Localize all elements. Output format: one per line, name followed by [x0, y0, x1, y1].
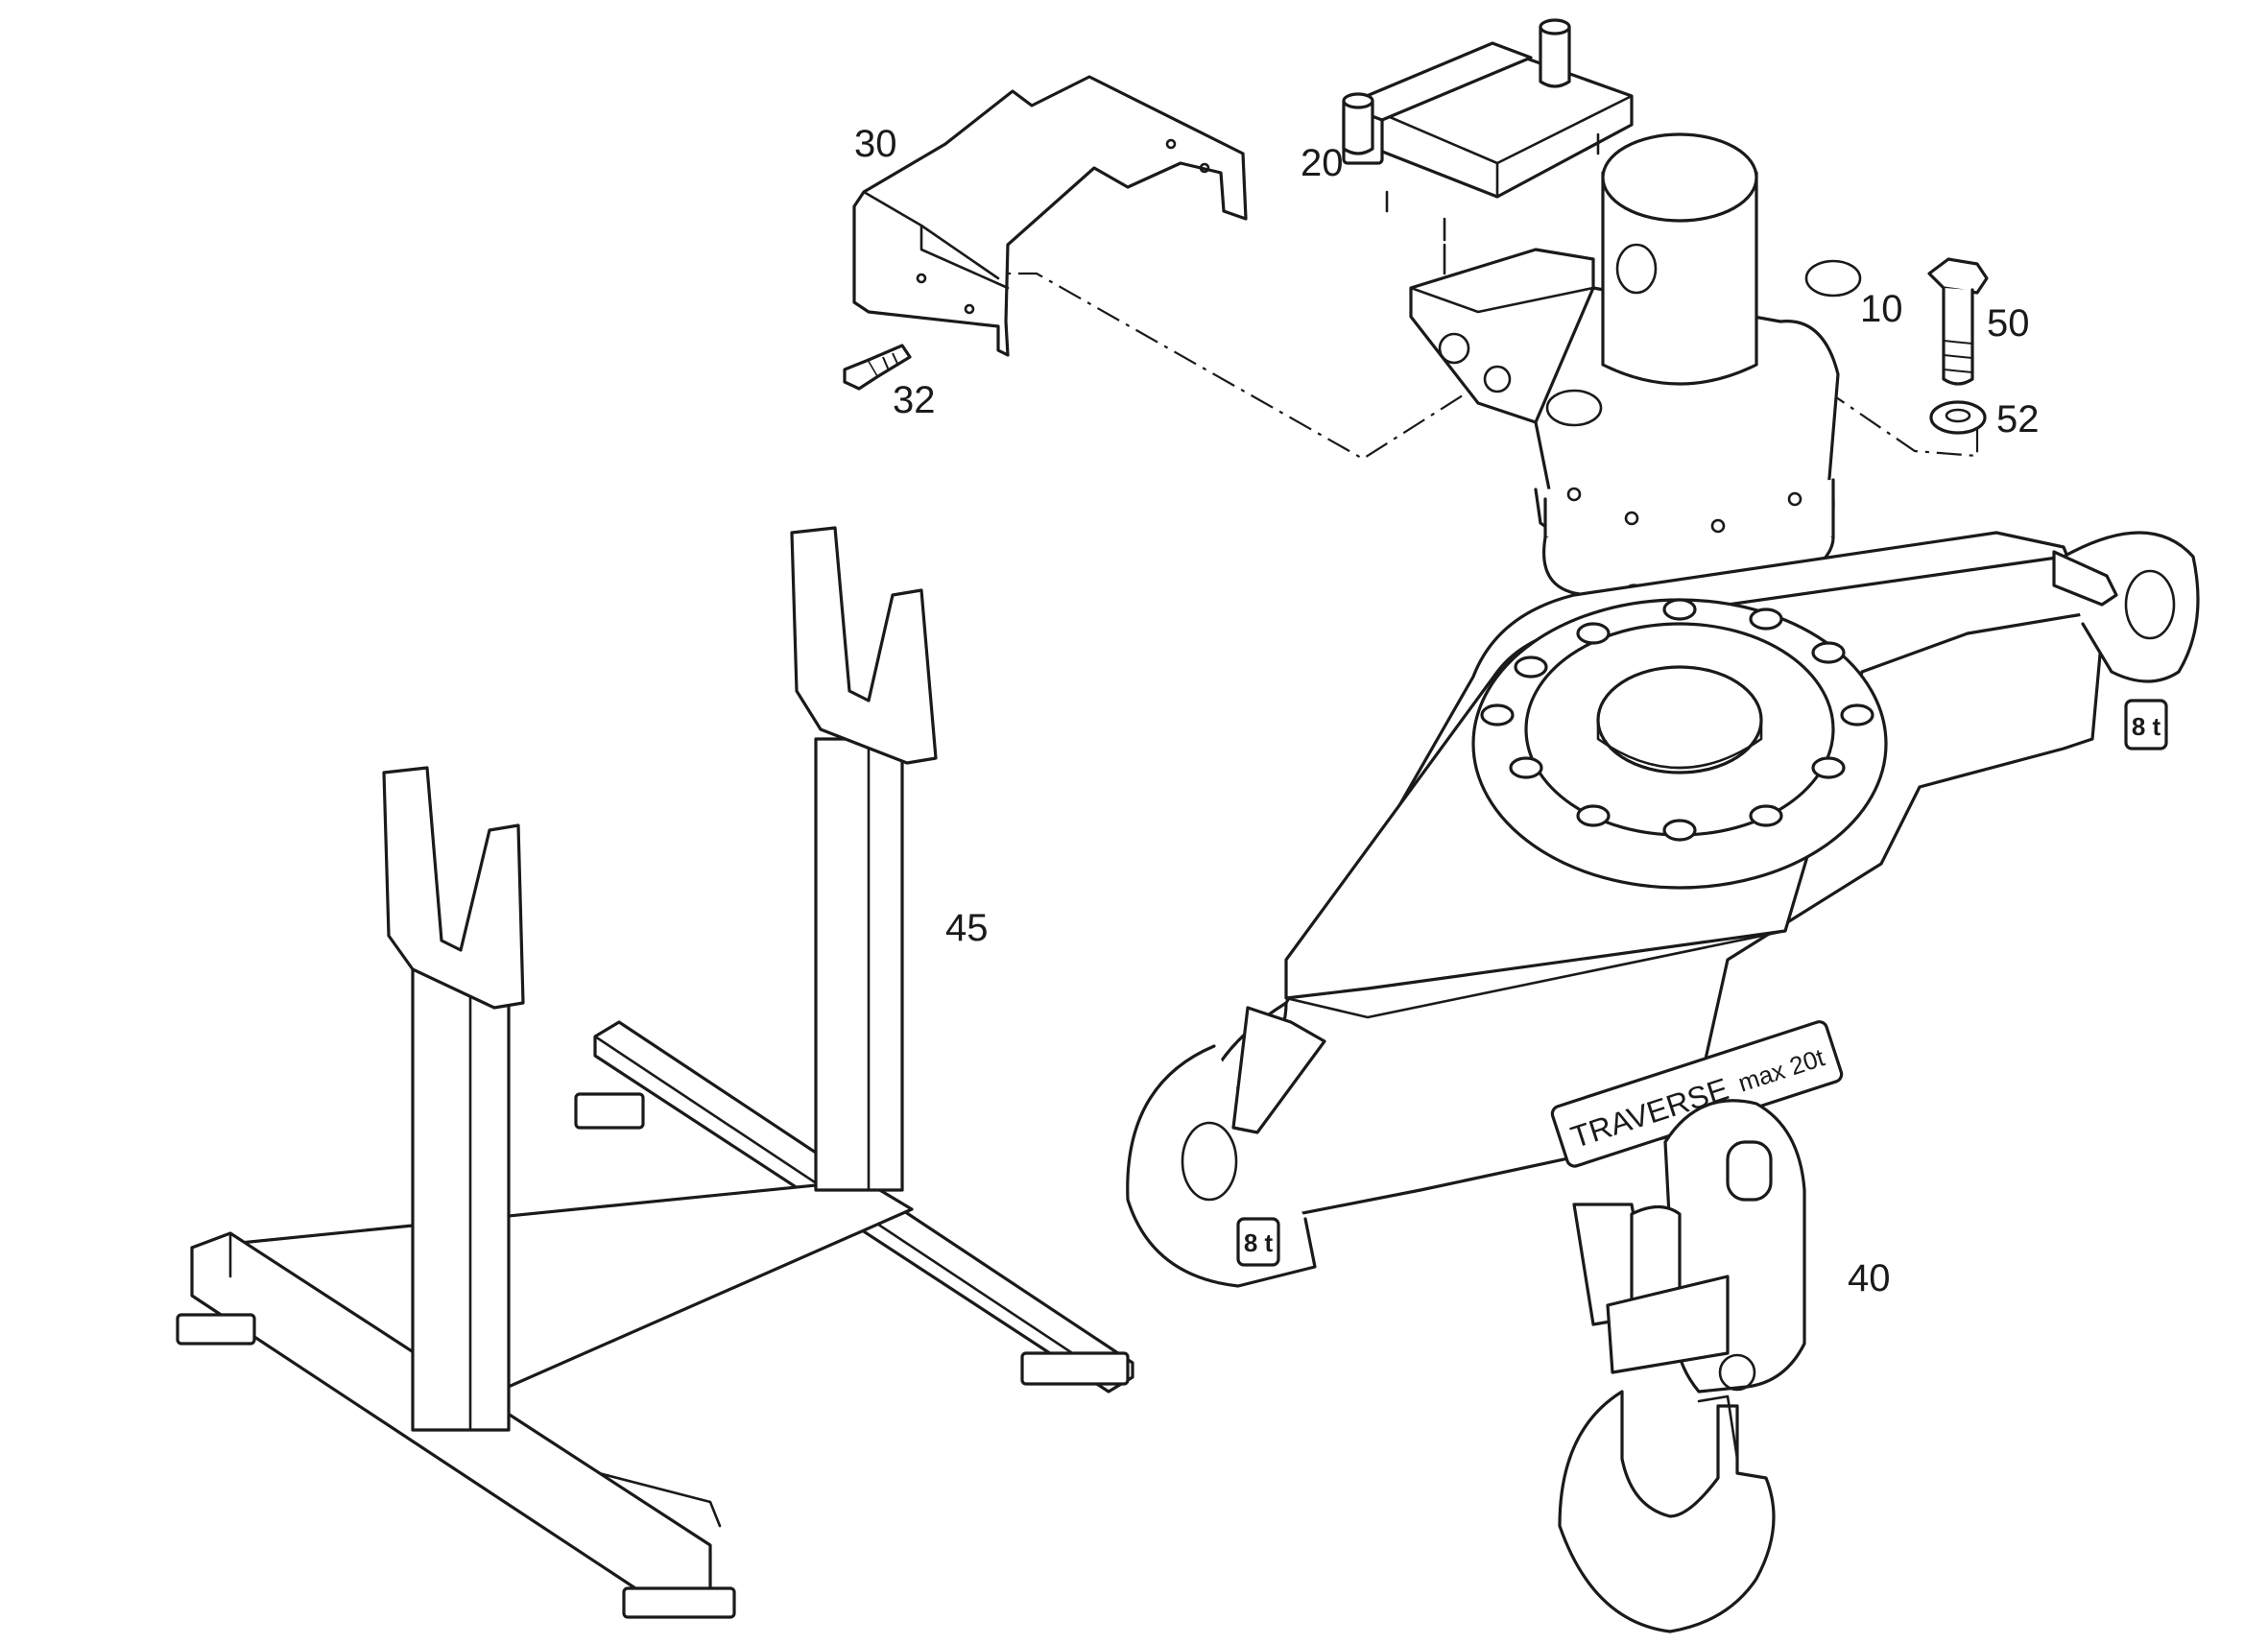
callout-20: 20	[1301, 142, 1344, 184]
load-badge-left-text: 8 t	[1244, 1228, 1274, 1257]
washer-part-52	[1929, 400, 1987, 435]
traverse-beam-part-40: 8 t 8 t TRAVERSE max 20t	[1126, 531, 2200, 1633]
rotary-head-part-10	[1409, 132, 1862, 597]
callout-40: 40	[1848, 1257, 1891, 1299]
bolt-part-50	[1927, 257, 1989, 386]
bracket-part-30	[852, 75, 1248, 357]
callout-52: 52	[1996, 398, 2040, 441]
callout-32: 32	[893, 379, 936, 421]
callout-30: 30	[854, 123, 897, 165]
load-badge-left	[1236, 1217, 1280, 1267]
load-badge-right	[2124, 699, 2168, 751]
bolt-part-32	[843, 344, 912, 391]
load-badge-right-text: 8 t	[2132, 712, 2161, 741]
sensor-block-part-20	[1342, 18, 1634, 275]
callout-10: 10	[1860, 288, 1903, 330]
support-stand-part-45	[176, 526, 1134, 1619]
callout-labels: 10 20 30 32 40 45 50 52	[854, 123, 2040, 1299]
callout-45: 45	[945, 907, 989, 949]
callout-50: 50	[1987, 302, 2030, 345]
flange-bolts	[1480, 598, 1874, 842]
